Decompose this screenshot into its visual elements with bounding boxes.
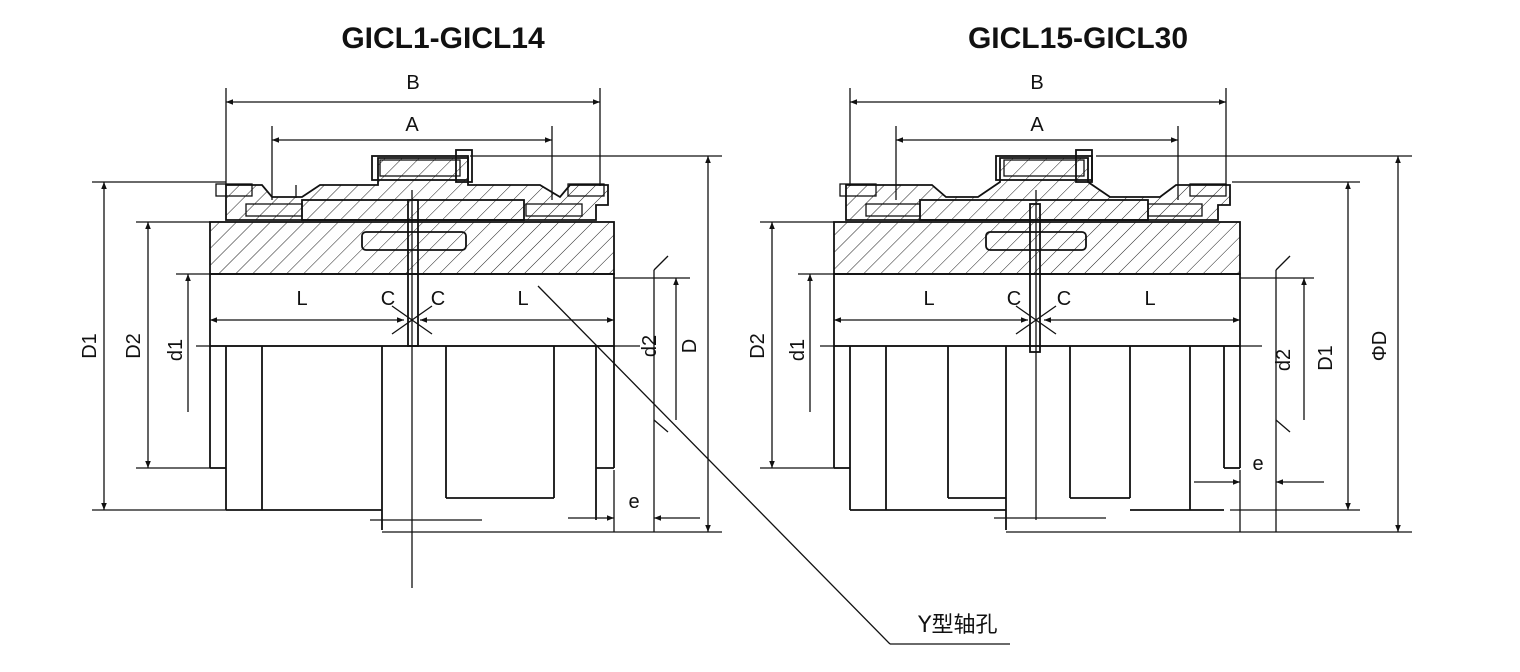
- left-dim-D: D: [679, 339, 701, 353]
- left-dim-d2: d2: [639, 335, 661, 357]
- left-dim-e: e: [628, 491, 639, 513]
- right-dim-L1: L: [923, 288, 934, 310]
- right-dim-B: B: [1030, 72, 1043, 94]
- right-dim-d2: d2: [1273, 349, 1295, 371]
- left-title: GICL1-GICL14: [341, 22, 545, 55]
- right-dim-C1: C: [1007, 288, 1021, 310]
- left-dim-A: A: [405, 114, 419, 136]
- right-dim-L2: L: [1144, 288, 1155, 310]
- left-dim-D1: D1: [79, 333, 101, 359]
- left-dim-B: B: [406, 72, 419, 94]
- left-flange-section: [215, 149, 609, 221]
- left-dim-C1: C: [381, 288, 395, 310]
- right-view: GICL15-GICL30: [747, 22, 1412, 533]
- left-dim-C2: C: [431, 288, 445, 310]
- left-dim-L1: L: [296, 288, 307, 310]
- callout-label: Y型轴孔: [917, 613, 997, 638]
- right-hub-section: [833, 203, 1241, 353]
- right-body-outline: [833, 273, 1241, 530]
- right-dim-D2: D2: [747, 333, 769, 359]
- callout: Y型轴孔: [537, 285, 1010, 645]
- right-dim-C2: C: [1057, 288, 1071, 310]
- right-dim-d1: d1: [787, 339, 809, 361]
- right-dim-D1: D1: [1315, 345, 1337, 371]
- right-title: GICL15-GICL30: [968, 22, 1188, 55]
- left-dim-d1: d1: [165, 339, 187, 361]
- left-dim-D2: D2: [123, 333, 145, 359]
- left-view: GICL1-GICL14: [79, 22, 722, 588]
- right-flange-section: [839, 149, 1231, 221]
- right-dim-e: e: [1252, 453, 1263, 475]
- right-dim-PhiD: ΦD: [1369, 331, 1391, 361]
- left-dim-L2: L: [517, 288, 528, 310]
- right-dim-A: A: [1030, 114, 1044, 136]
